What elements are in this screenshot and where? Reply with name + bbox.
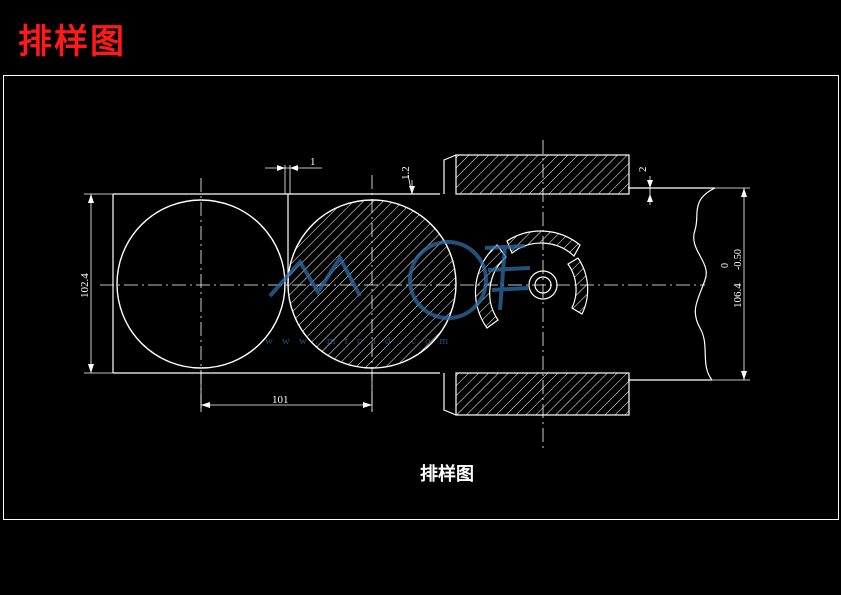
break-line <box>693 187 716 381</box>
dim-side-gap-label: 1.2 <box>400 166 412 180</box>
dim-side-cut-label: 2 <box>637 167 649 173</box>
dimension-arrows <box>88 165 747 408</box>
dim-guide-width-label: 106.4 <box>732 283 744 308</box>
guide-plate-bottom <box>443 372 630 416</box>
dim-tol-lower-label: -0.50 <box>733 249 744 270</box>
watermark-text: www.mfcad.com <box>265 335 457 347</box>
drawing-caption: 排样图 <box>420 463 474 485</box>
watermark: www.mfcad.com <box>265 240 531 347</box>
guide-plate-top <box>443 154 650 195</box>
dim-strip-width-label: 102.4 <box>79 273 91 298</box>
blank-circle-first <box>116 199 286 369</box>
dim-gap-top-label: 1 <box>310 156 316 168</box>
dim-pitch-label: 101 <box>272 394 289 406</box>
page-title: 排样图 <box>18 22 126 62</box>
drawing-frame <box>3 75 839 520</box>
dim-tol-upper-label: 0 <box>720 263 731 268</box>
ring-segments <box>474 230 589 329</box>
